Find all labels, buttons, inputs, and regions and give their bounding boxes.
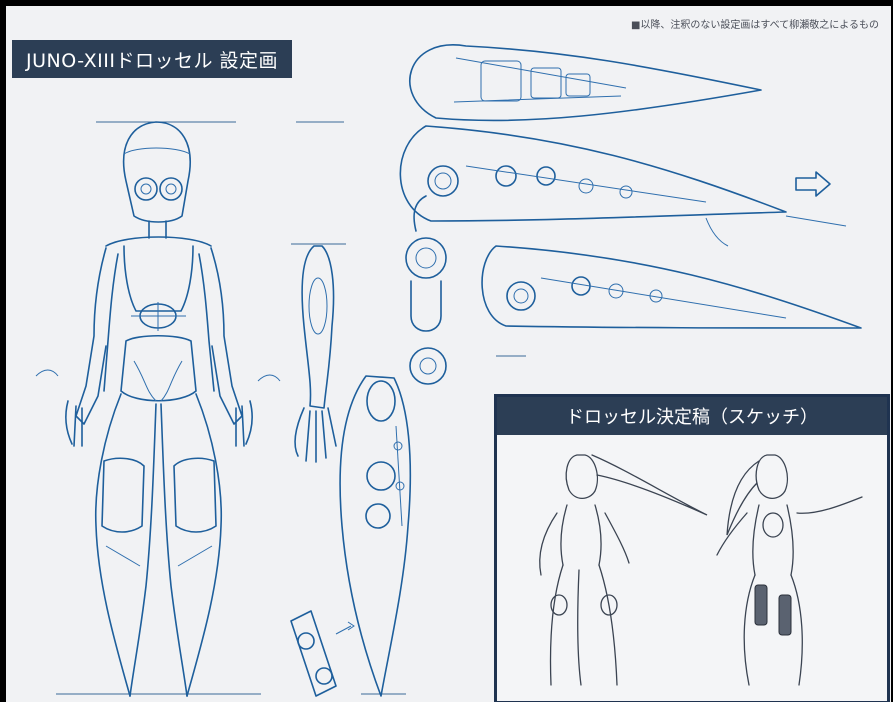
sketch-panel: ドロッセル決定稿（スケッチ） <box>494 394 890 702</box>
sketch-figure-right <box>716 454 863 686</box>
credit-note: ■以降、注釈のない設定画はすべて柳瀬敬之によるもの <box>630 20 879 31</box>
front-view-figure <box>35 121 281 697</box>
hair-part-side-view-1 <box>399 125 847 247</box>
sketch-figure-left <box>539 454 708 686</box>
hair-part-side-view-2 <box>481 245 862 329</box>
blueprint-drawing <box>35 44 862 697</box>
page-title: JUNO-XIIIドロッセル 設定画 <box>12 40 292 78</box>
sketch-panel-title: ドロッセル決定稿（スケッチ） <box>497 397 887 435</box>
joint-mechanism-detail <box>290 610 355 697</box>
artbook-page: ■以降、注釈のない設定画はすべて柳瀬敬之によるもの JUNO-XIIIドロッセル… <box>6 6 891 702</box>
hair-part-top-view <box>409 44 762 122</box>
pencil-sketch <box>539 454 863 686</box>
leg-side-view <box>339 375 412 697</box>
page-title-text: JUNO-XIIIドロッセル 設定画 <box>26 49 278 72</box>
hair-joint-chain <box>405 195 447 385</box>
arm-side-view <box>294 245 337 463</box>
